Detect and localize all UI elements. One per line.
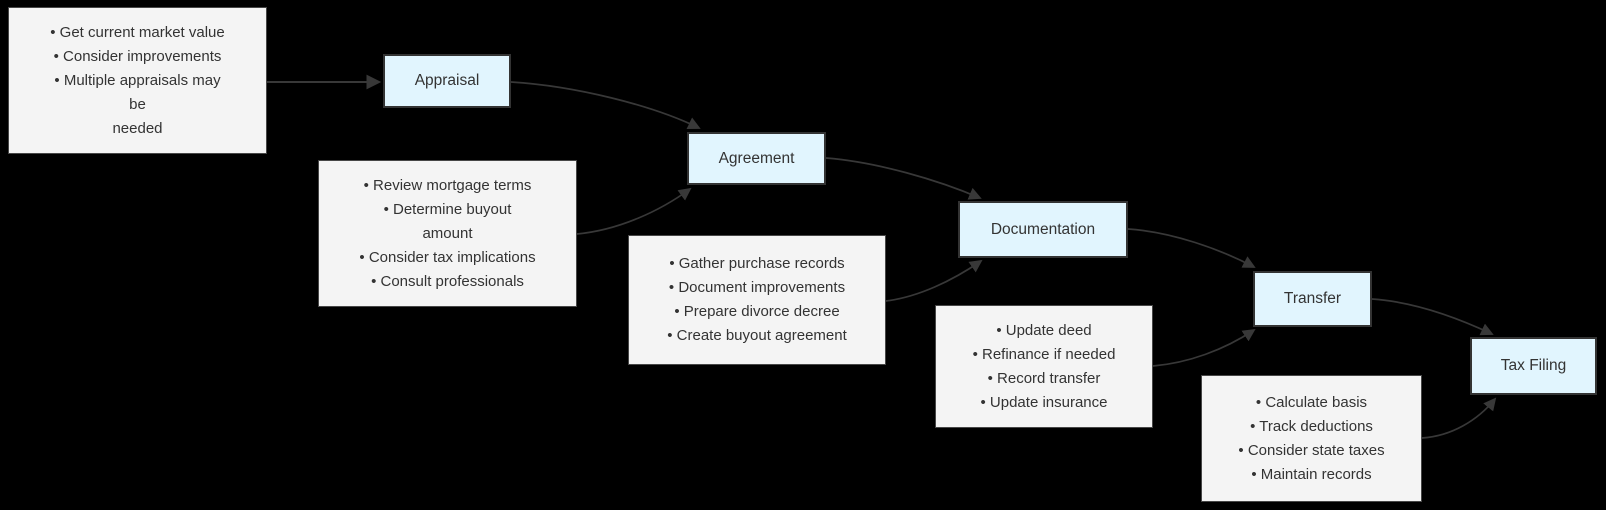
note-line: • Maintain records: [1251, 465, 1372, 483]
note-line: • Get current market value: [50, 23, 225, 41]
note-appraisal-tasks: • Get current market value • Consider imp…: [8, 7, 267, 154]
edge-agreement-to-documentation: [825, 157, 982, 200]
note-line: • Track deductions: [1250, 417, 1373, 435]
node-transfer: Transfer: [1253, 271, 1372, 327]
note-line: • Record transfer: [987, 369, 1101, 387]
node-agreement: Agreement: [687, 132, 826, 185]
note-line: • Update deed: [996, 321, 1092, 339]
note-line: • Consider tax implications: [359, 248, 536, 266]
note-documentation-tasks: • Gather purchase records • Document impr…: [628, 235, 886, 365]
note-line: • Determine buyout: [383, 200, 512, 218]
note-line: • Consider state taxes: [1238, 441, 1385, 459]
edge-note-to-documentation: [885, 259, 983, 302]
note-line: • Consult professionals: [371, 272, 524, 290]
note-line: • Document improvements: [668, 279, 846, 296]
node-documentation-label: Documentation: [990, 220, 1096, 238]
edge-note-to-transfer: [1152, 328, 1256, 367]
edge-note-to-agreement: [576, 187, 692, 235]
note-line: • Refinance if needed: [972, 345, 1116, 363]
node-documentation: Documentation: [958, 201, 1128, 258]
edge-note-to-tax-filing: [1421, 397, 1497, 439]
node-transfer-label: Transfer: [1283, 290, 1342, 307]
node-appraisal-label: Appraisal: [414, 72, 480, 89]
note-line: amount: [422, 224, 473, 242]
node-agreement-label: Agreement: [718, 149, 795, 167]
note-line: be: [129, 95, 146, 113]
node-appraisal: Appraisal: [383, 54, 511, 108]
note-agreement-tasks: • Review mortgage terms • Determine buyou…: [318, 160, 577, 307]
note-tax-filing-tasks: • Calculate basis • Track deductions • Con…: [1201, 375, 1422, 502]
edge-documentation-to-transfer: [1127, 228, 1256, 268]
edge-appraisal-to-agreement: [510, 81, 701, 129]
node-tax-filing: Tax Filing: [1470, 337, 1597, 395]
note-line: • Update insurance: [980, 393, 1108, 411]
note-transfer-tasks: • Update deed • Refinance if needed • Reco…: [935, 305, 1153, 428]
note-line: • Multiple appraisals may: [54, 71, 221, 89]
note-line: • Calculate basis: [1255, 393, 1368, 411]
note-line: • Review mortgage terms: [363, 176, 532, 194]
note-line: • Prepare divorce decree: [674, 303, 840, 320]
note-line: • Gather purchase records: [669, 255, 845, 272]
note-line: • Create buyout agreement: [667, 327, 847, 344]
node-tax-filing-label: Tax Filing: [1500, 357, 1567, 374]
note-line: • Consider improvements: [53, 47, 222, 65]
edge-transfer-to-tax-filing: [1371, 298, 1494, 336]
note-line: needed: [112, 119, 163, 137]
